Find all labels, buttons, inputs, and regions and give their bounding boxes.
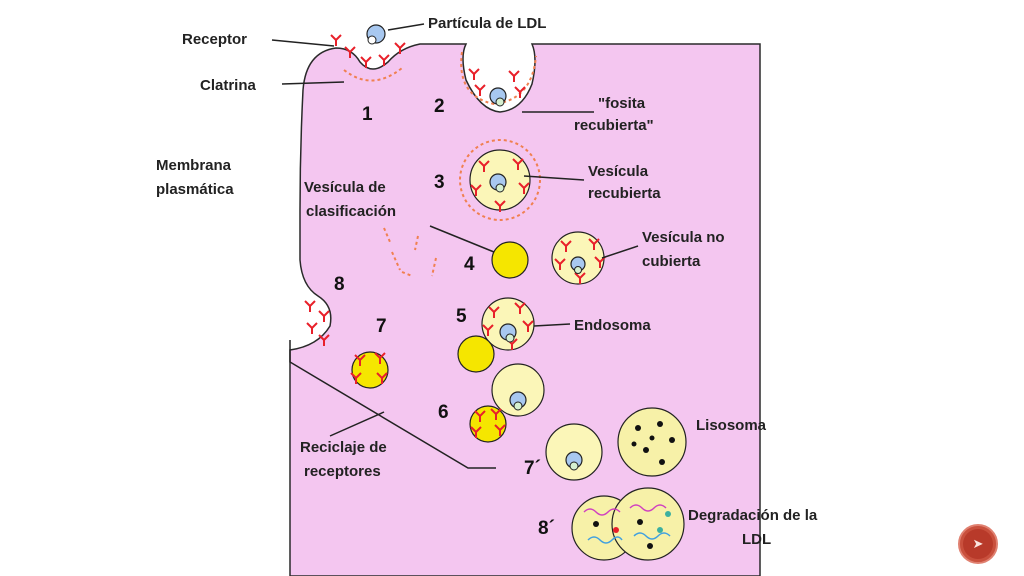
label-sorting-vesicle-1: Vesícula de — [304, 179, 386, 196]
uncoated-vesicle — [551, 231, 606, 285]
next-slide-button[interactable]: ➤ — [958, 524, 998, 564]
step-number-7: 7 — [376, 316, 387, 337]
receptor-vesicle-6 — [469, 405, 507, 443]
label-uncoated-vesicle-1: Vesícula no — [642, 229, 725, 246]
step-number-3: 3 — [434, 172, 445, 193]
label-receptor: Receptor — [182, 31, 247, 48]
step-number-1: 1 — [362, 104, 373, 125]
step-number-8-prime: 8´ — [538, 518, 555, 539]
arrow-icon: ➤ — [972, 536, 984, 551]
coated-vesicle-ring — [459, 139, 541, 221]
lysosome — [617, 407, 687, 477]
sorting-vesicle — [491, 241, 529, 279]
ldl-vesicle-6 — [491, 363, 545, 417]
label-uncoated-vesicle-2: cubierta — [642, 253, 701, 270]
step-number-5: 5 — [456, 306, 467, 327]
label-receptor-recycling-1: Reciclaje de — [300, 439, 387, 456]
step-number-6: 6 — [438, 402, 449, 423]
label-endosome: Endosoma — [574, 317, 651, 334]
step-number-4: 4 — [464, 254, 475, 275]
step-number-8: 8 — [334, 274, 345, 295]
label-ldl-particle: Partícula de LDL — [428, 15, 546, 32]
ldl-vesicle-7p — [545, 423, 603, 481]
label-coated-vesicle-2: recubierta — [588, 185, 661, 202]
label-receptor-recycling-2: receptores — [304, 463, 381, 480]
clathrin-fragments — [383, 227, 437, 277]
label-ldl-degradation-1: Degradación de la — [688, 507, 818, 524]
label-plasma-membrane-1: Membrana — [156, 157, 232, 174]
label-plasma-membrane-2: plasmática — [156, 181, 234, 198]
clathrin-coat-1 — [343, 67, 403, 82]
label-clathrin: Clatrina — [200, 77, 257, 94]
endosome-sorting-vesicle — [457, 335, 495, 373]
label-sorting-vesicle-2: clasificación — [306, 203, 396, 220]
label-coated-pit-1: "fosita — [598, 95, 646, 112]
label-ldl-degradation-2: LDL — [742, 531, 771, 548]
step-number-7-prime: 7´ — [524, 458, 541, 479]
step-number-2: 2 — [434, 96, 445, 117]
leader-lines — [271, 23, 639, 469]
coated-pit-outline — [460, 51, 537, 106]
endosome — [481, 297, 535, 351]
label-coated-vesicle-1: Vesícula — [588, 163, 649, 180]
coated-vesicle — [469, 149, 531, 213]
receptor-vesicle-7 — [350, 351, 389, 389]
ldl-degradation — [571, 487, 685, 561]
label-coated-pit-2: recubierta" — [574, 117, 654, 134]
coated-pit-content — [468, 68, 526, 107]
label-lysosome: Lisosoma — [696, 417, 767, 434]
ldl-particle — [366, 24, 386, 45]
